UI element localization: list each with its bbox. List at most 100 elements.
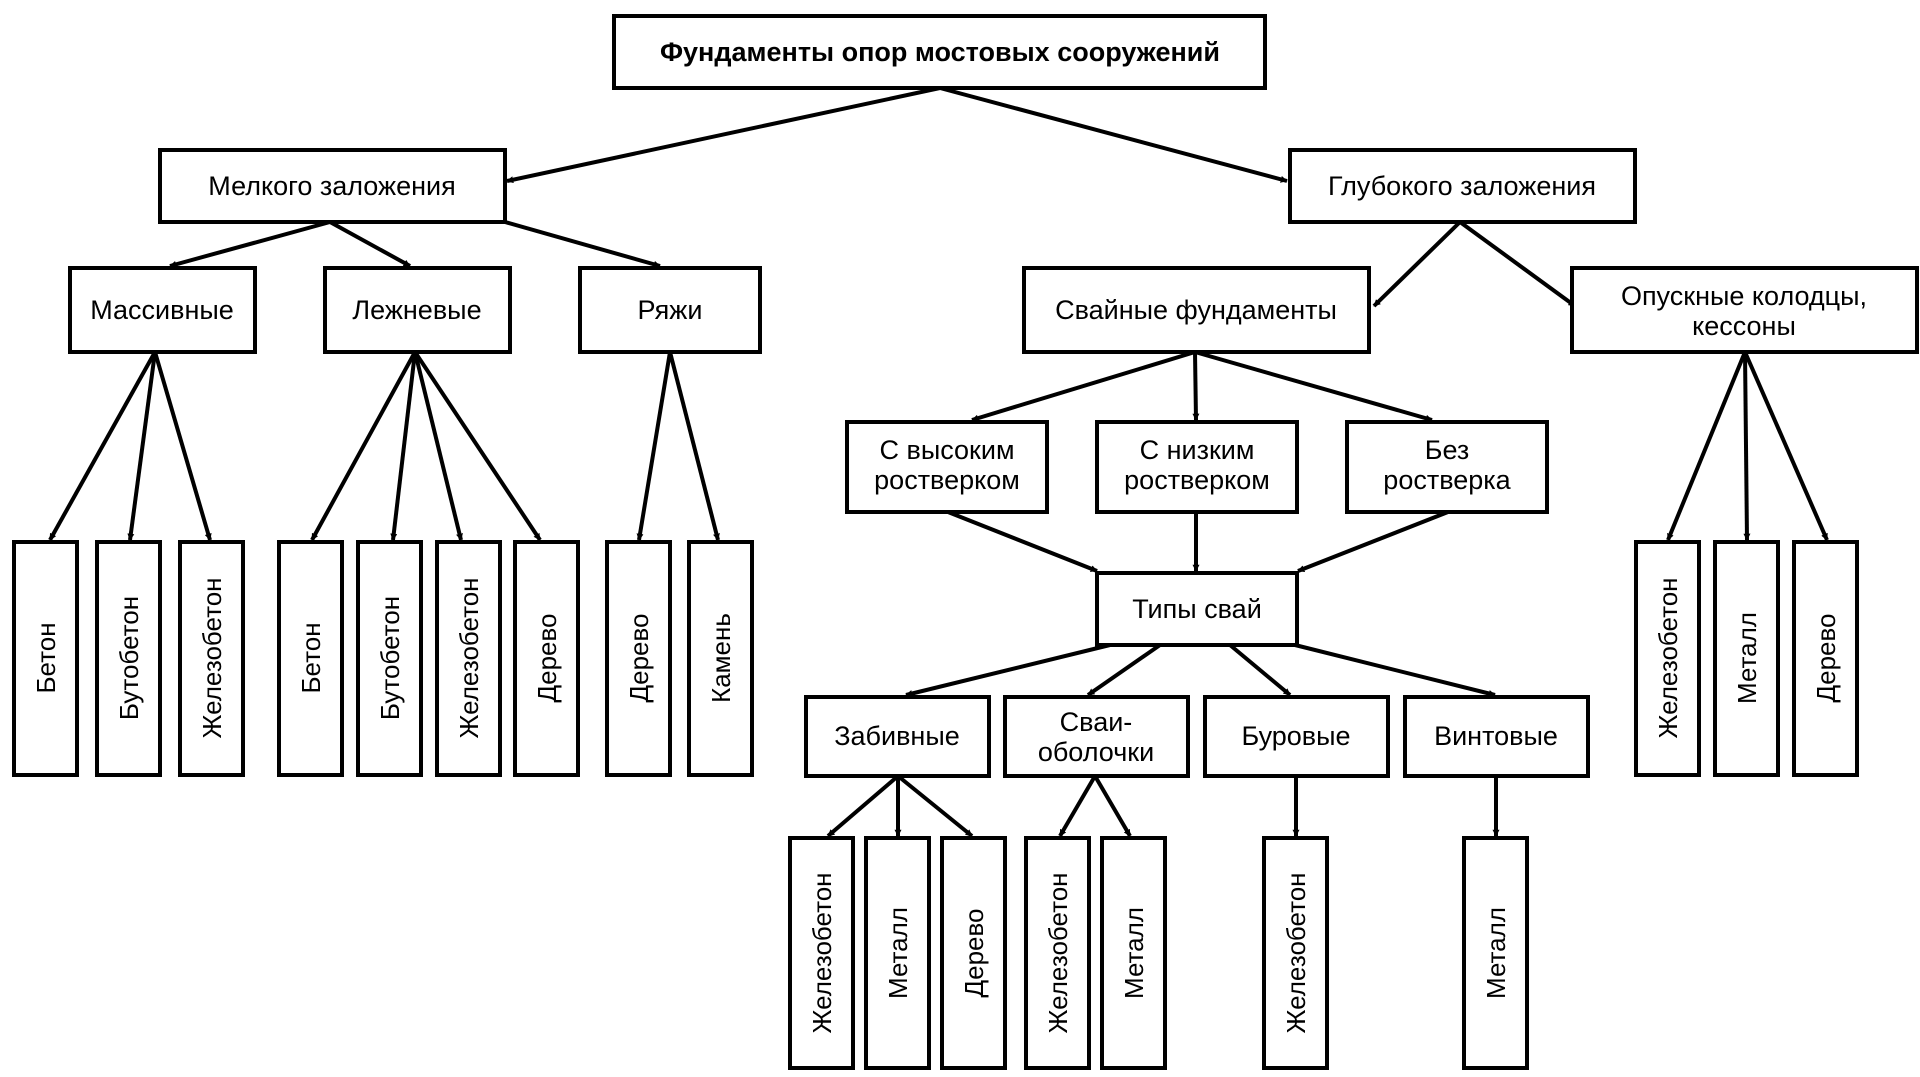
edge-types-bored <box>1228 643 1292 697</box>
material-label: Железобетон <box>1653 577 1683 738</box>
crib-label: Ряжи <box>638 295 703 325</box>
crib-node: Ряжи <box>578 266 762 354</box>
edge-pile-low <box>1192 351 1200 421</box>
material-label: Бутобетон <box>375 596 405 720</box>
shallow-node: Мелкого заложения <box>158 148 507 224</box>
massive-label: Массивные <box>90 295 234 325</box>
material-label: Железобетон <box>1043 872 1073 1033</box>
material-massive-1: Бутобетон <box>95 540 162 777</box>
material-strip-3: Дерево <box>513 540 580 777</box>
shell-pile-node: Сваи- оболочки <box>1003 695 1190 778</box>
screw-label: Винтовые <box>1434 721 1558 751</box>
edge-shell-m2 <box>1093 774 1132 838</box>
material-driven-0: Железобетон <box>788 836 855 1070</box>
material-label: Железобетон <box>197 577 227 738</box>
pile-foundation-label: Свайные фундаменты <box>1055 295 1337 325</box>
massive-node: Массивные <box>68 266 257 354</box>
material-crib-0: Дерево <box>605 540 672 777</box>
pile-types-label: Типы свай <box>1132 594 1262 624</box>
shell-pile-line2: оболочки <box>1038 737 1154 767</box>
high-grillage-line2: ростверком <box>874 465 1020 495</box>
high-grillage-node: С высоким ростверком <box>845 420 1049 514</box>
material-label: Бетон <box>296 622 326 693</box>
edge-none-types <box>1297 510 1449 573</box>
material-caisson-2: Дерево <box>1792 540 1859 777</box>
shell-pile-line1: Сваи- <box>1060 707 1133 737</box>
material-shell-1: Металл <box>1100 836 1167 1070</box>
edge-caisson-m3 <box>1743 351 1829 541</box>
material-label: Бутобетон <box>114 596 144 720</box>
edge-strip-m1 <box>310 351 417 541</box>
edge-massive-m1 <box>48 351 157 541</box>
edge-strip-m2 <box>390 351 417 541</box>
edge-massive-m3 <box>153 351 212 541</box>
material-label: Металл <box>1119 907 1149 999</box>
edge-shallow-massive <box>169 220 331 268</box>
material-caisson-0: Железобетон <box>1634 540 1701 777</box>
edge-types-driven <box>905 643 1111 697</box>
material-label: Дерево <box>1811 614 1841 703</box>
edge-pile-high <box>971 350 1196 422</box>
bored-node: Буровые <box>1203 695 1390 778</box>
material-screw-0: Металл <box>1462 836 1529 1070</box>
material-label: Дерево <box>532 614 562 703</box>
material-label: Железобетон <box>1281 872 1311 1033</box>
material-strip-1: Бутобетон <box>356 540 423 777</box>
strip-node: Лежневые <box>323 266 512 354</box>
screw-node: Винтовые <box>1403 695 1590 778</box>
material-bored-0: Железобетон <box>1262 836 1329 1070</box>
root-label: Фундаменты опор мостовых сооружений <box>660 37 1220 67</box>
edge-caisson-m2 <box>1743 351 1751 541</box>
shallow-label: Мелкого заложения <box>208 171 455 201</box>
material-label: Камень <box>706 613 736 703</box>
root-node: Фундаменты опор мостовых сооружений <box>612 14 1267 90</box>
material-label: Железобетон <box>454 577 484 738</box>
material-label: Железобетон <box>807 872 837 1033</box>
edge-strip-m4 <box>413 350 542 542</box>
material-label: Бетон <box>31 622 61 693</box>
driven-node: Забивные <box>804 695 991 778</box>
material-crib-1: Камень <box>687 540 754 777</box>
edge-shallow-strip <box>329 220 411 268</box>
material-massive-2: Железобетон <box>178 540 245 777</box>
material-caisson-1: Металл <box>1713 540 1780 777</box>
no-grillage-line1: Без <box>1425 435 1470 465</box>
edge-deep-caisson <box>1458 220 1577 308</box>
pile-types-node: Типы свай <box>1095 571 1299 647</box>
caisson-label-line1: Опускные колодцы, <box>1621 281 1867 311</box>
high-grillage-line1: С высоким <box>879 435 1014 465</box>
material-label: Металл <box>883 907 913 999</box>
edge-strip-m3 <box>413 351 463 541</box>
edge-root-shallow <box>506 86 941 184</box>
material-strip-0: Бетон <box>277 540 344 777</box>
edge-deep-pile <box>1372 220 1462 308</box>
low-grillage-line1: С низким <box>1140 435 1255 465</box>
driven-label: Забивные <box>834 721 960 751</box>
edge-driven-m1 <box>826 774 900 838</box>
strip-label: Лежневые <box>352 295 481 325</box>
low-grillage-node: С низким ростверком <box>1095 420 1299 514</box>
caisson-node: Опускные колодцы, кессоны <box>1570 266 1919 354</box>
no-grillage-node: Без ростверка <box>1345 420 1549 514</box>
deep-node: Глубокого заложения <box>1288 148 1637 224</box>
material-driven-2: Дерево <box>940 836 1007 1070</box>
edge-pile-none <box>1194 350 1433 422</box>
edge-root-deep <box>939 86 1288 183</box>
edge-massive-m2 <box>127 351 157 541</box>
caisson-label-line2: кессоны <box>1692 311 1796 341</box>
edge-shallow-crib <box>504 220 661 268</box>
edge-types-shell <box>1086 643 1162 697</box>
edge-caisson-m1 <box>1666 351 1747 541</box>
edge-driven-m3 <box>896 774 974 838</box>
material-shell-0: Железобетон <box>1024 836 1091 1070</box>
no-grillage-line2: ростверка <box>1383 465 1511 495</box>
material-massive-0: Бетон <box>12 540 79 777</box>
edge-types-screw <box>1294 643 1496 697</box>
pile-foundation-node: Свайные фундаменты <box>1022 266 1371 354</box>
material-label: Дерево <box>959 909 989 998</box>
deep-label: Глубокого заложения <box>1328 171 1596 201</box>
edge-crib-m2 <box>668 351 720 541</box>
edge-crib-m1 <box>636 351 672 541</box>
low-grillage-line2: ростверком <box>1124 465 1270 495</box>
